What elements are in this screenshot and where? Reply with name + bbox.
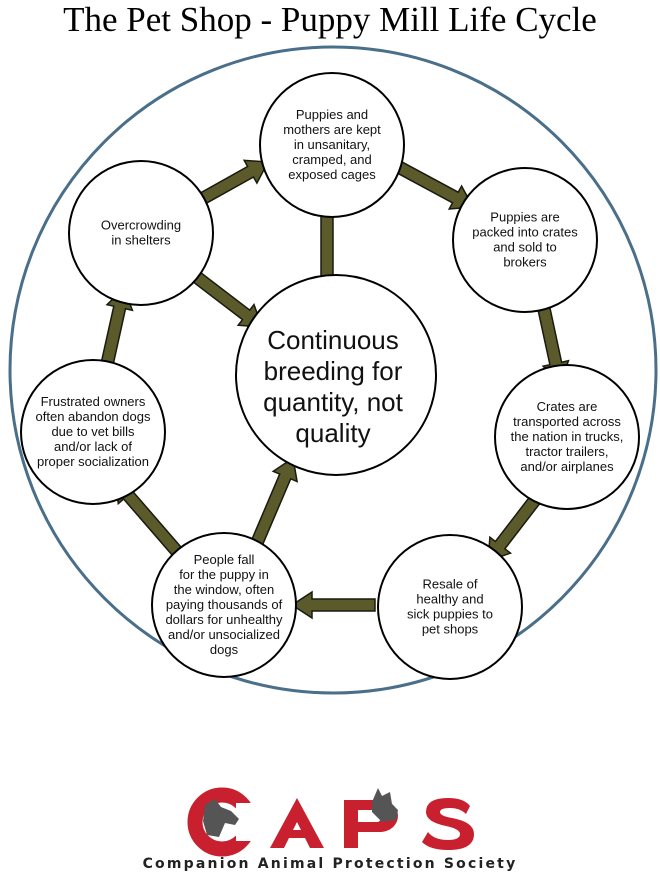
node-text-line: and sold to	[493, 240, 557, 255]
page-title: The Pet Shop - Puppy Mill Life Cycle	[63, 0, 597, 39]
node-text-line: cramped, and	[292, 152, 372, 167]
node-text-line: Crates are	[537, 399, 598, 414]
node-text-line: People fall	[194, 552, 255, 567]
node-text-line: in unsanitary,	[294, 137, 370, 152]
node-text-line: dollars for unhealthy	[165, 612, 283, 627]
logo-letter-c	[187, 787, 266, 857]
center-line: Continuous	[267, 325, 399, 355]
node-text-line: packed into crates	[472, 225, 578, 240]
center-node: Continuous breeding for quantity, not qu…	[235, 274, 437, 476]
node-text-line: the window, often	[174, 582, 274, 597]
arrow-shelters-to-cages	[196, 159, 270, 207]
node-text-line: and/or unsocialized	[168, 627, 280, 642]
node-text-line: dogs	[210, 642, 239, 657]
node-circle	[151, 532, 297, 678]
node-text-line: due to vet bills	[51, 424, 135, 439]
node-text-line: and/or airplanes	[520, 459, 614, 474]
dog-silhouette-icon	[203, 799, 239, 837]
node-text-line: Puppies are	[490, 210, 559, 225]
node-text-line: paying thousands of	[166, 597, 283, 612]
node-circle	[259, 72, 405, 218]
outer-cycle-circle	[8, 45, 658, 695]
node-circle	[68, 160, 214, 306]
node-text-line: Puppies and	[296, 107, 368, 122]
node-text-line: pet shops	[422, 622, 479, 637]
node-circle	[20, 359, 166, 505]
caps-logo	[187, 787, 474, 857]
node-text-line: healthy and	[416, 592, 483, 607]
node-text-line: and/or lack of	[54, 439, 132, 454]
node-text-line: Resale of	[423, 577, 478, 592]
center-line: quantity, not	[263, 387, 404, 417]
node-text-line: often abandon dogs	[36, 409, 151, 424]
node-text-line: transported across	[513, 414, 621, 429]
node-text-line: brokers	[503, 255, 547, 270]
logo-tagline: Companion Animal Protection Society	[142, 856, 518, 872]
node-circle	[494, 364, 640, 510]
logo-letter-s	[422, 798, 474, 850]
node-text-line: proper socialization	[37, 454, 149, 469]
node-text-line: exposed cages	[288, 167, 376, 182]
logo-letter-a	[270, 798, 324, 848]
arrow-cages-to-crates	[391, 158, 475, 210]
node-text-line: the nation in trucks,	[511, 429, 624, 444]
node-text-line: mothers are kept	[283, 122, 381, 137]
node-text-line: Overcrowding	[101, 218, 181, 233]
node-text-line: sick puppies to	[407, 607, 493, 622]
center-line: breeding for	[264, 356, 403, 386]
node-circle	[377, 534, 523, 680]
cat-silhouette-icon	[372, 788, 398, 822]
arrow-resale-to-people	[290, 590, 376, 620]
node-text-line: Frustrated owners	[41, 394, 146, 409]
node-text-line: in shelters	[111, 233, 171, 248]
node-text-line: for the puppy in	[179, 567, 269, 582]
logo-letter-p	[344, 788, 398, 848]
center-line: quality	[295, 418, 370, 448]
arrows-group	[97, 158, 570, 620]
arrow-people-to-center	[249, 456, 299, 549]
node-text-line: tractor trailers,	[525, 444, 608, 459]
node-circle	[452, 167, 598, 313]
